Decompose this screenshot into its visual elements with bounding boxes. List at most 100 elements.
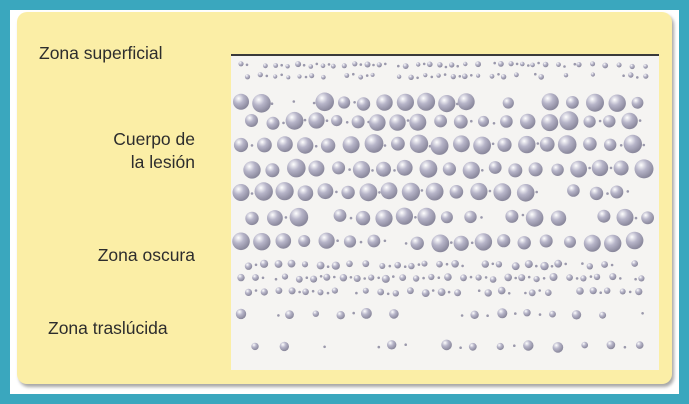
mineral-sphere: [376, 94, 392, 110]
mineral-sphere: [451, 260, 459, 268]
label-zona-traslucida: Zona traslúcida: [48, 317, 168, 340]
mineral-dot: [360, 63, 363, 66]
mineral-dot: [444, 73, 447, 76]
mineral-dot: [384, 240, 387, 243]
mineral-sphere: [454, 236, 469, 251]
mineral-sphere: [437, 62, 442, 67]
mineral-sphere: [594, 274, 600, 280]
mineral-sphere: [497, 343, 504, 350]
mineral-sphere: [273, 63, 278, 68]
mineral-sphere: [295, 61, 301, 67]
mineral-sphere: [288, 260, 296, 268]
mineral-sphere: [298, 235, 310, 247]
mineral-sphere: [377, 62, 382, 67]
mineral-dot: [372, 64, 375, 67]
mineral-sphere: [369, 114, 386, 131]
mineral-dot: [493, 62, 496, 65]
mineral-sphere: [497, 138, 511, 152]
mineral-sphere: [417, 93, 435, 111]
mineral-sphere: [590, 187, 603, 200]
mineral-dot: [492, 263, 495, 266]
mineral-sphere: [485, 289, 492, 296]
mineral-sphere: [273, 74, 277, 78]
mineral-sphere: [643, 64, 648, 69]
mineral-sphere: [238, 61, 243, 66]
mineral-dot: [539, 313, 542, 316]
mineral-sphere: [597, 210, 610, 223]
mineral-dot: [404, 265, 407, 268]
mineral-sphere: [354, 275, 361, 282]
mineral-sphere: [602, 63, 608, 69]
mineral-sphere: [500, 115, 513, 128]
mineral-sphere: [357, 97, 370, 110]
mineral-sphere: [368, 275, 374, 281]
mineral-sphere: [407, 287, 414, 294]
mineral-sphere: [475, 233, 492, 250]
mineral-dot: [450, 241, 453, 244]
mineral-dot: [303, 64, 306, 67]
mineral-sphere: [583, 137, 597, 151]
mineral-sphere: [601, 261, 608, 268]
mineral-sphere: [490, 74, 495, 79]
mineral-dot: [445, 66, 448, 69]
mineral-sphere: [368, 235, 381, 248]
mineral-sphere: [297, 74, 301, 78]
mineral-dot: [371, 169, 374, 172]
mineral-sphere: [643, 74, 648, 79]
mineral-dot: [611, 264, 614, 267]
mineral-dot: [446, 263, 449, 266]
mineral-sphere: [518, 274, 525, 281]
mineral-dot: [641, 312, 644, 315]
mineral-sphere: [591, 72, 595, 76]
mineral-sphere: [358, 75, 363, 80]
mineral-sphere: [604, 139, 616, 151]
mineral-sphere: [463, 162, 480, 179]
mineral-sphere: [614, 161, 629, 176]
mineral-sphere: [302, 289, 309, 296]
mineral-sphere: [267, 117, 280, 130]
mineral-dot: [535, 191, 538, 194]
mineral-sphere: [286, 112, 304, 130]
mineral-sphere: [267, 210, 283, 226]
mineral-sphere: [337, 311, 345, 319]
mineral-sphere: [317, 262, 325, 270]
mineral-sphere: [353, 161, 370, 178]
mineral-sphere: [621, 113, 637, 129]
mineral-sphere: [525, 260, 533, 268]
mineral-dot: [384, 144, 387, 147]
mineral-dot: [635, 217, 638, 220]
mineral-sphere: [523, 309, 530, 316]
mineral-sphere: [540, 235, 553, 248]
mineral-sphere: [285, 64, 289, 68]
mineral-dot: [639, 119, 642, 122]
mineral-sphere: [550, 273, 558, 281]
mineral-sphere: [609, 273, 616, 280]
mineral-dot: [537, 62, 540, 65]
mineral-sphere: [520, 62, 525, 67]
mineral-sphere: [523, 340, 533, 350]
mineral-sphere: [253, 233, 270, 250]
mineral-dot: [316, 63, 319, 66]
mineral-sphere: [413, 275, 419, 281]
mineral-sphere: [275, 260, 283, 268]
mineral-dot: [492, 143, 495, 146]
mineral-dot: [271, 102, 274, 105]
mineral-sphere: [422, 261, 428, 267]
mineral-sphere: [451, 74, 456, 79]
mineral-dot: [513, 344, 516, 347]
mineral-sphere: [297, 137, 313, 153]
mineral-sphere: [501, 74, 506, 79]
mineral-sphere: [236, 309, 246, 319]
mineral-sphere: [470, 311, 478, 319]
mineral-sphere: [540, 262, 548, 270]
mineral-sphere: [512, 262, 520, 270]
mineral-sphere: [332, 288, 338, 294]
mineral-dot: [418, 263, 421, 266]
mineral-dot: [305, 76, 308, 79]
mineral-sphere: [630, 64, 635, 69]
mineral-sphere: [559, 111, 578, 130]
mineral-dot: [313, 102, 316, 105]
mineral-sphere: [391, 137, 405, 151]
mineral-dot: [574, 63, 577, 66]
mineral-sphere: [504, 274, 512, 282]
